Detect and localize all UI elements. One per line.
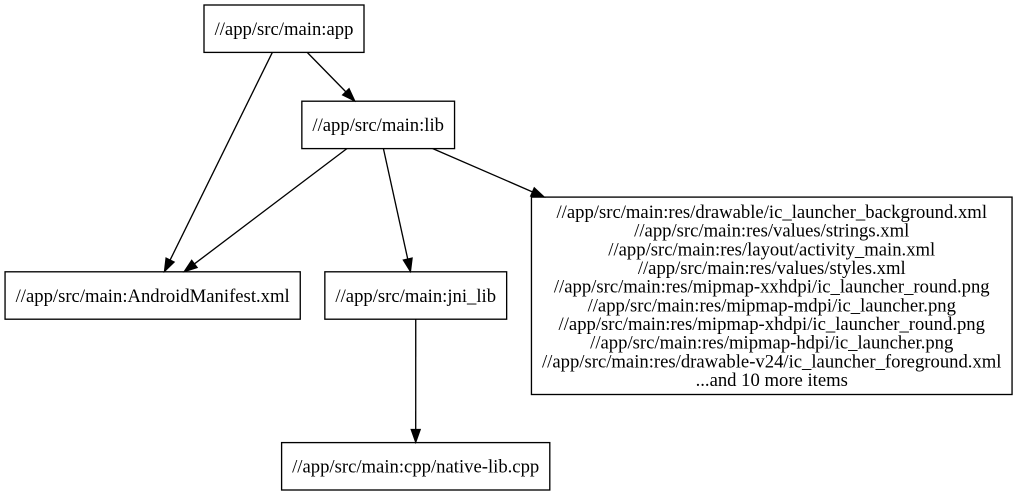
svg-text://app/src/main:res/mipmap-xxhd: //app/src/main:res/mipmap-xxhdpi/ic_laun… <box>554 277 990 298</box>
svg-text://app/src/main:res/mipmap-xhdp: //app/src/main:res/mipmap-xhdpi/ic_launc… <box>559 314 985 335</box>
svg-text://app/src/main:res/layout/acti: //app/src/main:res/layout/activity_main.… <box>608 239 935 260</box>
svg-text://app/src/main:cpp/native-lib.: //app/src/main:cpp/native-lib.cpp <box>292 457 539 478</box>
svg-text://app/src/main:res/mipmap-hdpi: //app/src/main:res/mipmap-hdpi/ic_launch… <box>590 333 953 354</box>
svg-text://app/src/main:lib: //app/src/main:lib <box>312 115 444 136</box>
svg-text://app/src/main:AndroidManifest: //app/src/main:AndroidManifest.xml <box>16 286 290 307</box>
svg-text:...and 10 more items: ...and 10 more items <box>696 370 848 391</box>
svg-text://app/src/main:res/values/stri: //app/src/main:res/values/strings.xml <box>634 221 909 242</box>
svg-text://app/src/main:jni_lib: //app/src/main:jni_lib <box>335 286 496 307</box>
svg-text://app/src/main:res/values/styl: //app/src/main:res/values/styles.xml <box>638 258 906 279</box>
svg-text://app/src/main:res/drawable/ic: //app/src/main:res/drawable/ic_launcher_… <box>557 202 988 223</box>
svg-text://app/src/main:res/mipmap-mdpi: //app/src/main:res/mipmap-mdpi/ic_launch… <box>588 295 956 316</box>
svg-text://app/src/main:res/drawable-v2: //app/src/main:res/drawable-v24/ic_launc… <box>542 351 1002 372</box>
svg-text://app/src/main:app: //app/src/main:app <box>215 19 354 40</box>
